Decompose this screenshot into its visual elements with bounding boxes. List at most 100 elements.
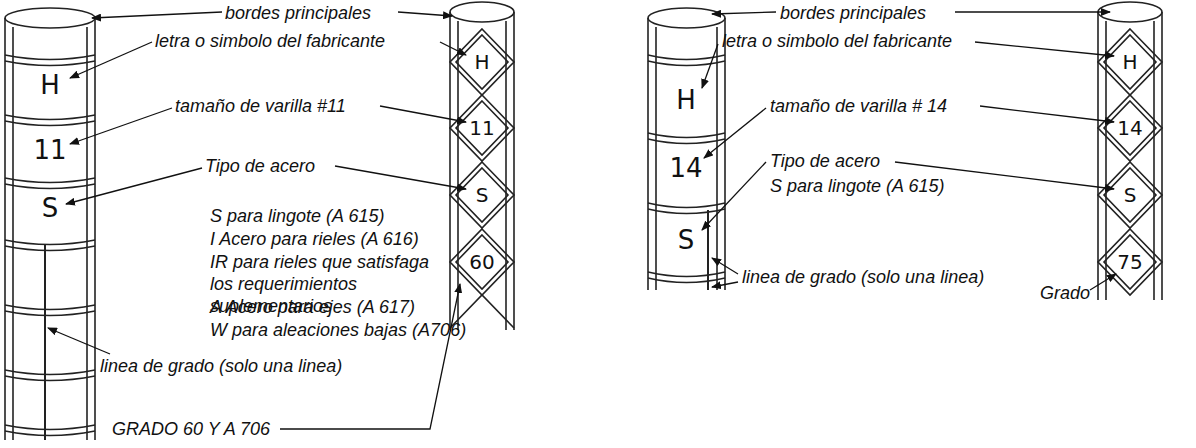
leader-line (380, 106, 466, 122)
leader-line (702, 162, 766, 230)
transverse-rib (648, 139, 725, 144)
leader-line (955, 11, 1110, 12)
leader-line (1090, 274, 1116, 290)
leader-line (975, 42, 1114, 56)
rebar-end (648, 8, 725, 28)
bar-marking: S (476, 185, 489, 205)
diamond-rib (456, 101, 508, 155)
rebar-edge (724, 18, 726, 290)
diamond-rib (1104, 35, 1156, 89)
main-rib (716, 27, 718, 290)
bar-marking: H (474, 52, 489, 72)
bar-marking: 11 (33, 137, 66, 163)
main-rib (655, 27, 657, 290)
transverse-rib (5, 240, 95, 245)
rebar-body (5, 18, 95, 440)
bar-marking: 75 (1117, 252, 1142, 272)
annotation-label: linea de grado (solo una linea) (100, 355, 342, 377)
leader-line (92, 12, 222, 18)
transverse-rib (5, 425, 95, 430)
rebar-end (5, 8, 95, 28)
grade-line (44, 245, 46, 440)
transverse-rib (648, 61, 725, 66)
diamond-rib (1098, 229, 1162, 295)
bar-marking: H (676, 87, 696, 113)
rebar-body (450, 12, 514, 330)
transverse-rib (5, 55, 95, 60)
transverse-rib (648, 203, 725, 208)
leader-line (704, 108, 766, 158)
bar-marking: 60 (469, 252, 494, 272)
rebar-edge (449, 12, 451, 330)
diamond-rib (1104, 235, 1156, 289)
transverse-rib (5, 431, 95, 436)
annotation-label: Tipo de acero (205, 155, 315, 177)
bar-marking: S (1124, 185, 1137, 205)
diamond-rib (456, 168, 508, 222)
leader-line (398, 12, 452, 16)
leader-line (702, 44, 718, 88)
transverse-rib (5, 311, 95, 316)
annotation-label: Tipo de acero (770, 150, 880, 172)
annotation-label: letra o simbolo del fabricante (722, 30, 952, 52)
transverse-rib (5, 376, 95, 381)
annotation-label: tamaño de varilla # 14 (770, 95, 947, 117)
leader-line (712, 12, 776, 14)
annotation-label: GRADO 60 Y A 706 (112, 418, 270, 440)
bar-marking: S (42, 195, 59, 221)
transverse-rib (648, 278, 725, 283)
transverse-rib (5, 178, 95, 183)
transverse-rib (5, 184, 95, 189)
leader-line (66, 168, 202, 204)
diamond-rib (1098, 162, 1162, 228)
transverse-rib (5, 305, 95, 310)
diamond-rib (1098, 29, 1162, 95)
transverse-rib (648, 209, 725, 214)
rebar-body (648, 18, 725, 290)
main-rib (505, 21, 507, 330)
leader-line (712, 258, 738, 274)
bar-marking: 11 (469, 118, 494, 138)
diamond-rib (450, 29, 514, 95)
diamond-rib (1098, 95, 1162, 161)
annotation-label: bordes principales (780, 2, 926, 24)
bar-marking: 14 (669, 155, 702, 181)
diamond-rib (450, 95, 514, 161)
leader-line (440, 42, 466, 55)
diamond-rib (1104, 101, 1156, 155)
transverse-rib (5, 370, 95, 375)
bar-marking: 14 (1117, 118, 1142, 138)
annotation-label: W para aleaciones bajas (A706) (210, 319, 466, 341)
leader-line (48, 328, 110, 354)
diamond-rib (450, 162, 514, 228)
transverse-rib (5, 115, 95, 120)
diamond-rib (456, 235, 508, 289)
bar-marking: S (678, 227, 695, 253)
transverse-rib (648, 272, 725, 277)
leader-line (70, 108, 172, 144)
transverse-rib (648, 133, 725, 138)
rebar-end (450, 2, 514, 22)
annotation-label: S para lingote (A 615) (210, 205, 384, 227)
rebar-edge (513, 12, 515, 330)
leader-line (712, 282, 738, 287)
leader-line (980, 106, 1114, 122)
leader-line (335, 166, 466, 189)
annotation-label: linea de grado (solo una linea) (742, 266, 984, 288)
rebar-edge (647, 18, 649, 290)
annotation-label: letra o simbolo del fabricante (155, 30, 385, 52)
bar-marking: H (1122, 52, 1137, 72)
main-rib (457, 21, 459, 330)
annotation-label: bordes principales (225, 2, 371, 24)
diamond-rib (456, 35, 508, 89)
diamond-rib (1104, 168, 1156, 222)
annotation-label: S para lingote (A 615) (770, 175, 944, 197)
annotation-label: A Acero para ejes (A 617) (210, 296, 415, 318)
annotation-label: I Acero para rieles (A 616) (210, 228, 419, 250)
transverse-rib (5, 246, 95, 251)
transverse-rib (5, 121, 95, 126)
transverse-rib (5, 61, 95, 66)
annotation-label: tamaño de varilla #11 (175, 95, 346, 117)
